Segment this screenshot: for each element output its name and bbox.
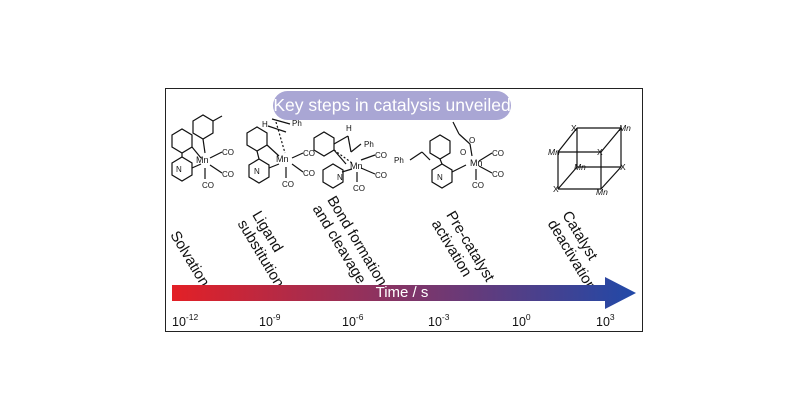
tick-label: 103	[596, 312, 615, 330]
n-label-4: N	[437, 173, 443, 182]
mn-label-5a: Mn	[619, 123, 631, 133]
x-label-d: X	[553, 184, 559, 194]
structure-cubane	[557, 127, 622, 190]
structure-bond-formation	[313, 131, 376, 189]
tick-label: 10-12	[172, 312, 199, 330]
time-axis-label: Time / s	[375, 284, 429, 301]
x-label-c: X	[620, 162, 626, 172]
co-label-2c: CO	[282, 180, 294, 189]
structure-solvation	[171, 114, 223, 182]
o-label-4b: O	[460, 148, 466, 157]
tick-label: 10-3	[428, 312, 450, 330]
n-label-3: N	[337, 173, 343, 182]
structure-pre-catalyst	[409, 121, 493, 189]
co-label-2a: CO	[303, 149, 315, 158]
mn-label-2: Mn	[276, 154, 289, 164]
co-label-3c: CO	[353, 184, 365, 193]
tick-label: 10-6	[342, 312, 364, 330]
co-label-1c: CO	[202, 181, 214, 190]
co-label-3a: CO	[375, 151, 387, 160]
x-label-a: X	[571, 123, 577, 133]
tick-label: 10-9	[259, 312, 281, 330]
co-label-4c: CO	[472, 181, 484, 190]
mn-label-1: Mn	[196, 155, 209, 165]
ph-label-2: Ph	[292, 119, 302, 128]
mn-label-4: Mn	[470, 158, 483, 168]
co-label-4b: CO	[492, 170, 504, 179]
h-label-3: H	[346, 124, 352, 133]
n-label-1: N	[176, 165, 182, 174]
diagram-banner: Key steps in catalysis unveiled	[273, 91, 511, 120]
structure-ligand-substitution	[246, 118, 304, 184]
mn-label-3: Mn	[350, 161, 363, 171]
co-label-2b: CO	[303, 169, 315, 178]
tick-label: 100	[512, 312, 531, 330]
co-label-3b: CO	[375, 171, 387, 180]
co-label-1a: CO	[222, 148, 234, 157]
mn-label-5d: Mn	[596, 187, 608, 197]
x-label-b: X	[597, 147, 603, 157]
n-label-2: N	[254, 167, 260, 176]
ph-label-4: Ph	[394, 156, 404, 165]
mn-label-5b: Mn	[548, 147, 560, 157]
h-label-2: H	[262, 120, 268, 129]
o-label-4a: O	[469, 136, 475, 145]
ph-label-3: Ph	[364, 140, 374, 149]
co-label-1b: CO	[222, 170, 234, 179]
mn-label-5c: Mn	[574, 162, 586, 172]
co-label-4a: CO	[492, 149, 504, 158]
